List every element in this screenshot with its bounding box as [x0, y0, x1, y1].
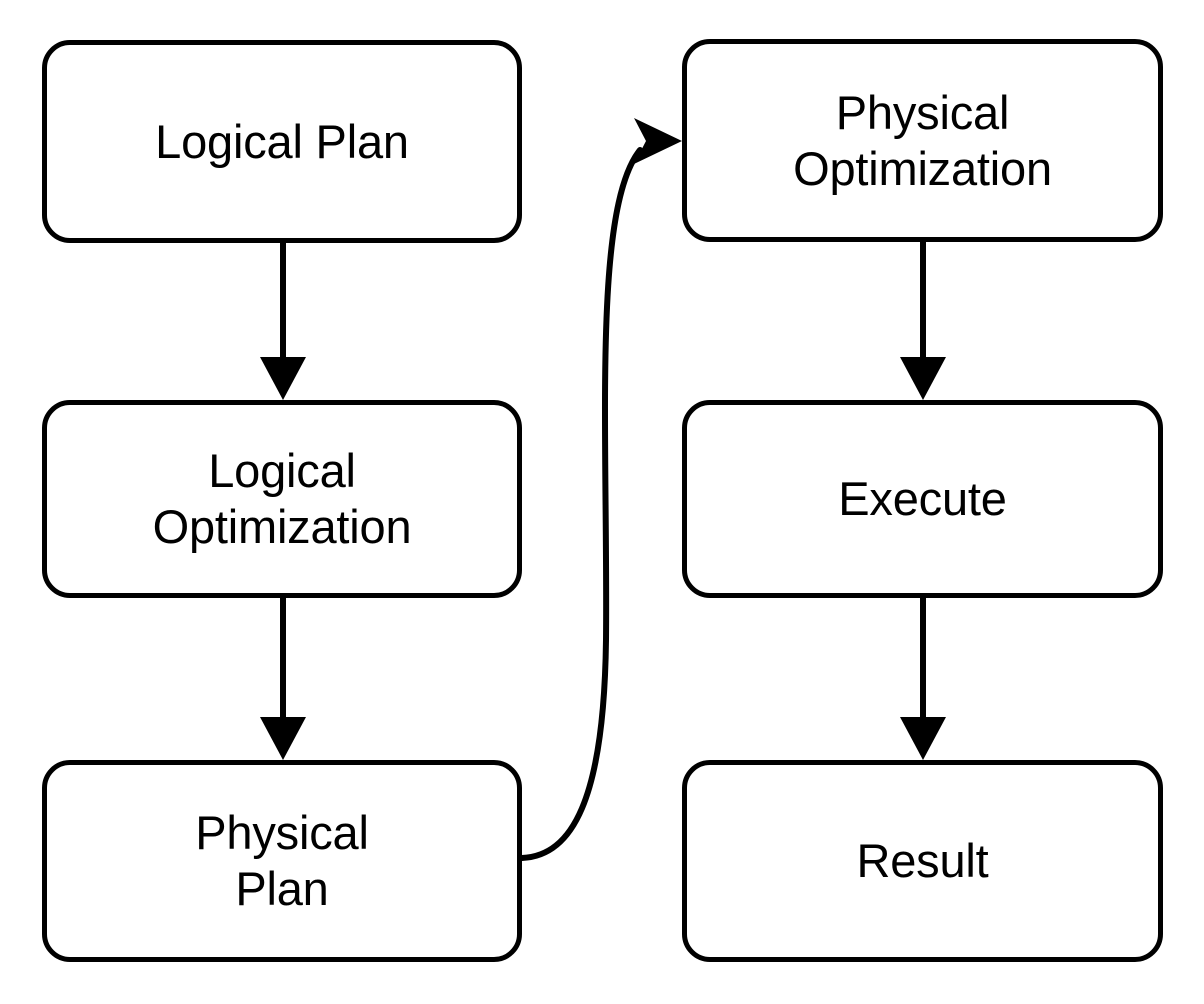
node-logical-optimization[interactable]: Logical Optimization — [42, 400, 522, 598]
node-physical-plan[interactable]: Physical Plan — [42, 760, 522, 962]
edge-logical-optimization-to-physical-plan — [260, 598, 306, 760]
node-execute-label: Execute — [838, 472, 1007, 525]
arrowhead-right-icon — [634, 118, 682, 164]
arrowhead-down-icon — [900, 357, 946, 400]
node-result[interactable]: Result — [682, 760, 1163, 962]
edge-logical-plan-to-logical-optimization — [260, 243, 306, 400]
edge-physical-plan-to-physical-optimization — [519, 118, 682, 861]
node-physical-optimization[interactable]: Physical Optimization — [682, 39, 1163, 242]
edge-execute-to-result — [900, 598, 946, 760]
node-result-label: Result — [856, 834, 989, 887]
arrowhead-down-icon — [260, 717, 306, 760]
edge-physical-optimization-to-execute — [900, 242, 946, 400]
node-execute[interactable]: Execute — [682, 400, 1163, 598]
node-physical-plan-label: Physical Plan — [195, 806, 369, 915]
edge-curve — [519, 147, 643, 861]
arrowhead-down-icon — [900, 717, 946, 760]
node-logical-optimization-label: Logical Optimization — [152, 444, 412, 553]
node-physical-optimization-label: Physical Optimization — [793, 85, 1052, 195]
node-logical-plan-label: Logical Plan — [155, 114, 409, 168]
arrowhead-down-icon — [260, 357, 306, 400]
node-logical-plan[interactable]: Logical Plan — [42, 40, 522, 243]
